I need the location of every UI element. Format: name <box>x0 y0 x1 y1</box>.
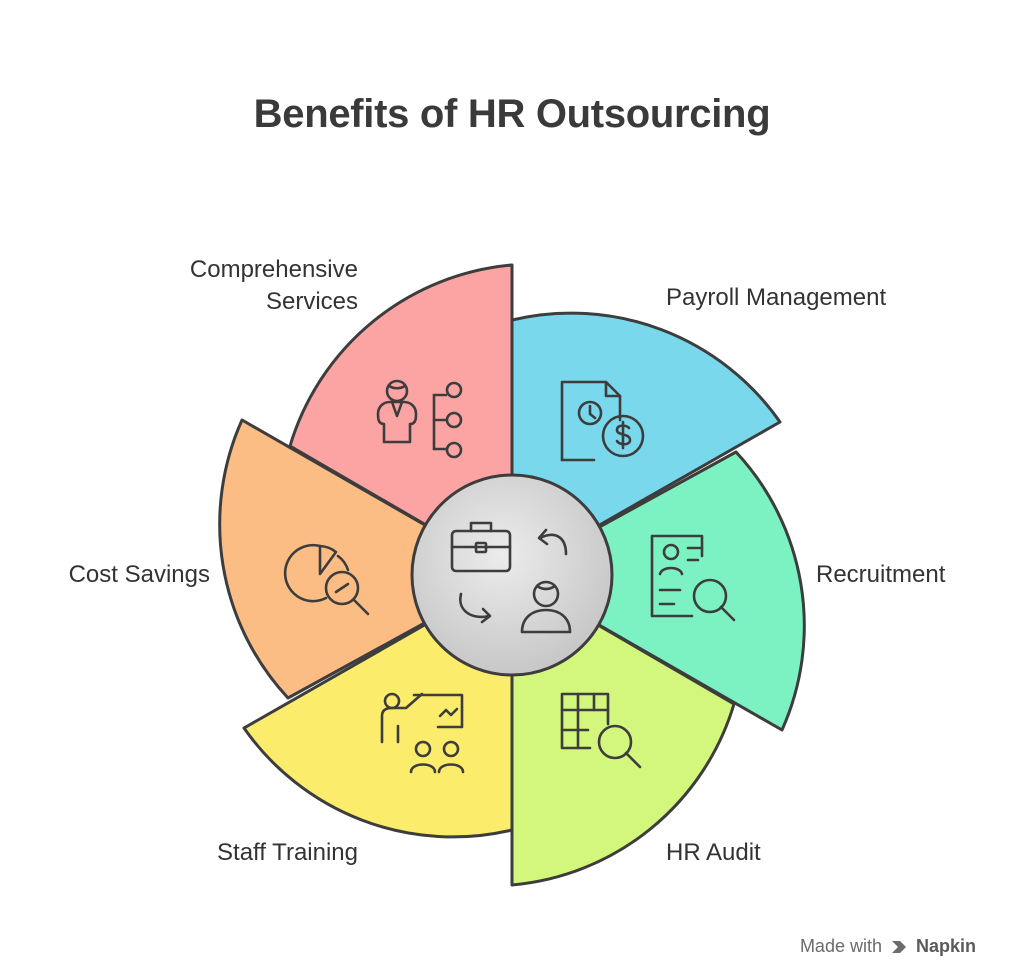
label-cost-savings: Cost Savings <box>68 561 210 588</box>
segment-recruitment <box>510 450 806 732</box>
napkin-logo-icon <box>891 940 906 953</box>
label-comprehensive-services-line2: Services <box>265 288 358 315</box>
segment-cost-savings <box>218 418 514 700</box>
label-payroll-management: Payroll Management <box>666 284 887 311</box>
label-recruitment: Recruitment <box>816 561 946 588</box>
center-hub <box>410 473 614 677</box>
made-with-napkin-footer: Made with Napkin <box>800 936 976 957</box>
pie-chart-search-icon <box>283 543 370 616</box>
made-with-text: Made with <box>799 936 882 956</box>
table-search-icon <box>560 692 642 769</box>
person-network-icon <box>376 379 463 459</box>
label-comprehensive-services-line1: Comprehensive <box>189 256 358 283</box>
payroll-document-icon <box>560 380 645 462</box>
resume-search-icon <box>650 534 736 622</box>
person-icon <box>520 580 572 634</box>
label-hr-audit: HR Audit <box>666 839 761 866</box>
label-comprehensive-services: Comprehensive Services <box>140 254 358 318</box>
presentation-trainer-icon <box>380 692 465 774</box>
exchange-arrows-icon <box>459 528 568 624</box>
briefcase-icon <box>450 521 512 573</box>
label-staff-training: Staff Training <box>217 839 358 866</box>
page-title: Benefits of HR Outsourcing <box>253 92 771 136</box>
napkin-brand: Napkin <box>915 936 976 956</box>
